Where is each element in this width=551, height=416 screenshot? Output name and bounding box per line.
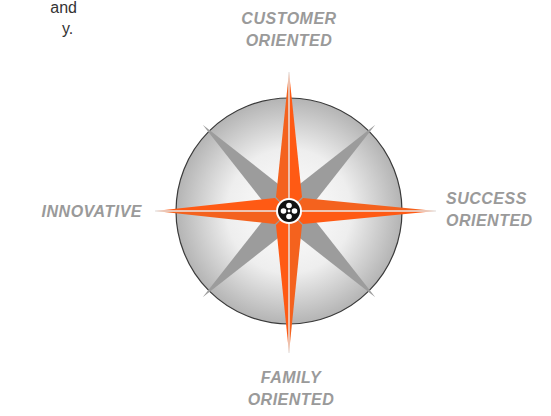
cardinal-point-half bbox=[289, 211, 302, 353]
text-fragment: y. bbox=[62, 18, 92, 40]
diagonal-point bbox=[289, 211, 375, 297]
diagonal-point bbox=[289, 125, 375, 211]
compass-label: CUSTOMER ORIENTED bbox=[229, 8, 349, 52]
compass-label: SUCCESS ORIENTED bbox=[446, 188, 548, 232]
point-ridge bbox=[288, 72, 289, 211]
point-ridge bbox=[288, 211, 289, 353]
compass-label: FAMILY ORIENTED bbox=[231, 367, 351, 411]
cardinal-point-half bbox=[155, 211, 289, 224]
cardinal-point-half bbox=[289, 198, 436, 211]
point-ridge bbox=[155, 210, 289, 211]
point-ridge bbox=[289, 210, 436, 211]
compass-label: INNOVATIVE bbox=[20, 201, 142, 223]
cardinal-points bbox=[155, 72, 436, 353]
text-fragment: and bbox=[37, 0, 77, 19]
cardinal-point-half bbox=[276, 72, 289, 211]
center-emblem bbox=[276, 198, 302, 224]
diagonal-point bbox=[203, 211, 289, 297]
cardinal-point-half bbox=[276, 211, 289, 353]
cardinal-point-half bbox=[289, 211, 436, 224]
diagonal-point bbox=[203, 125, 289, 211]
cardinal-point-half bbox=[155, 198, 289, 211]
cardinal-point-half bbox=[289, 72, 302, 211]
